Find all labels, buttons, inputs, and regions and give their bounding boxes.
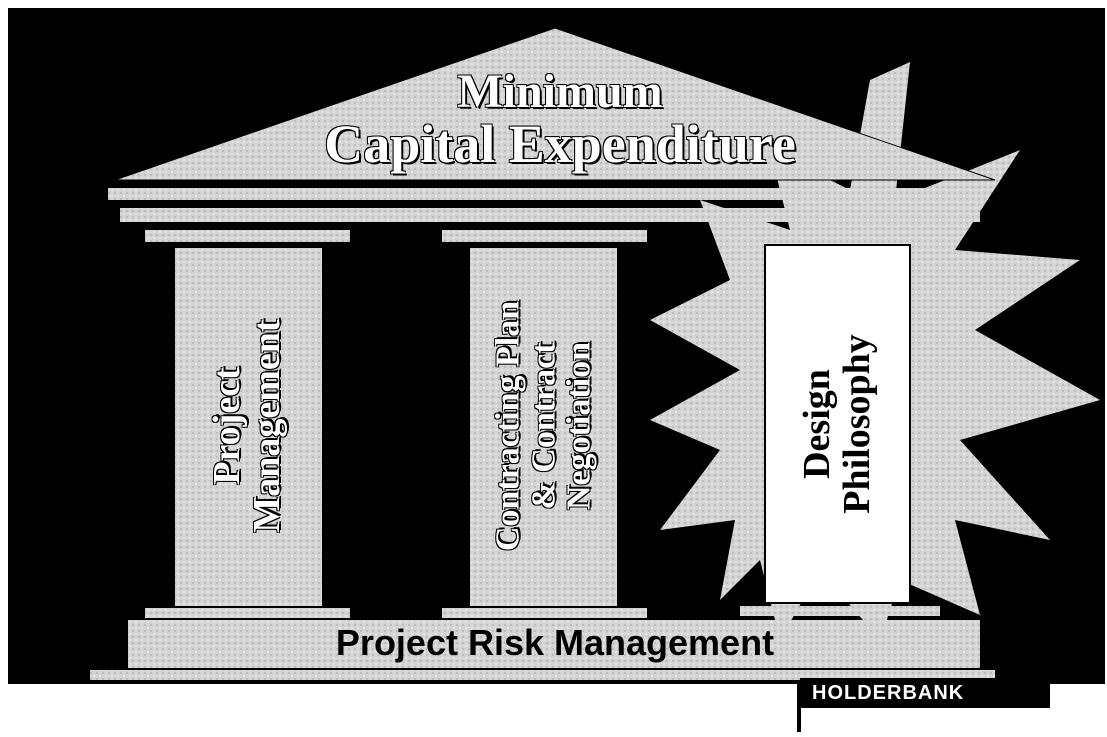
entablature-top [108,188,988,200]
pillar-1-base [145,608,350,618]
pillar-2-label-line-2: & Contract [525,342,563,510]
pillar-1-capital [145,230,350,242]
pillar-2-base [442,608,647,618]
pillar-1-shaft [175,248,322,606]
temple-title: Minimum Capital Expenditure [280,65,840,174]
pillar-3-label: Design Philosophy [796,334,878,514]
pillar-1-label-line-1: Project [206,367,249,485]
pillar-3-label-line-2: Philosophy [836,334,878,514]
foundation-label: Project Risk Management [335,622,775,663]
temple-foundation-step [90,670,995,680]
pillar-3-shaft [764,244,911,604]
pillar-3-capital [740,230,940,242]
logo-mark [797,680,801,732]
pillar-2-label: Contracting Plan & Contract Negotiation [489,300,598,552]
pillar-2-label-line-3: Negotiation [560,341,598,511]
pillar-1-label-line-2: Management [246,319,288,533]
pillar-1-label: Project Management [206,319,288,533]
pillar-2-label-line-1: Contracting Plan [489,300,527,552]
title-line-2: Capital Expenditure [324,113,796,174]
pillar-2-shaft [470,248,617,606]
temple-foundation [128,620,980,668]
pillar-3-label-line-1: Design [796,369,839,479]
company-logo: HOLDERBANK [800,678,1050,708]
pillar-2-capital [442,230,647,242]
entablature-bottom [120,208,980,222]
title-line-1: Minimum [457,65,663,118]
pillar-3-base [740,606,940,616]
temple-pediment [114,27,996,181]
